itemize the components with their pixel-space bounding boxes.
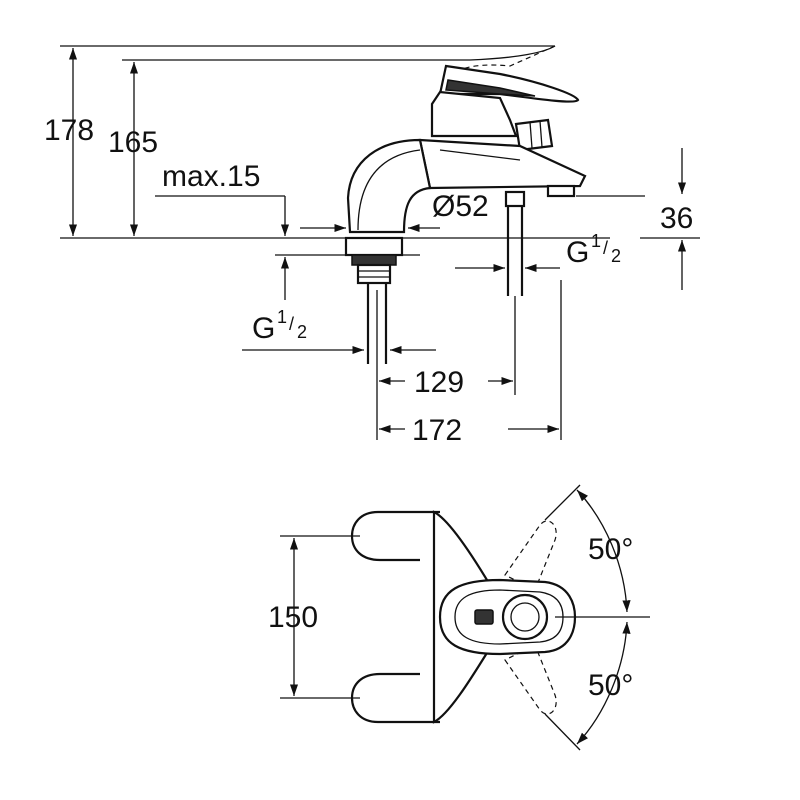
label-angle-lower: 50°: [588, 669, 633, 702]
lever-shade: [445, 79, 536, 97]
label-172: 172: [412, 414, 462, 447]
diverter-knob: [514, 118, 554, 152]
angle-upper-arc: [576, 489, 631, 613]
knob-ridge: [529, 121, 533, 149]
lever-position-upper: [504, 520, 557, 591]
cartridge-housing: [430, 90, 518, 138]
upper-connector: [350, 510, 440, 562]
label-165: 165: [108, 126, 158, 159]
lever-position-lower: [504, 644, 557, 715]
label-dia52: Ø52: [432, 190, 489, 223]
outlet: [546, 184, 576, 198]
knob-top: [501, 593, 549, 641]
knob-top-inner: [510, 602, 540, 632]
mixer-body: [418, 138, 587, 190]
label-thread-inlet-num: 1: [277, 307, 287, 327]
elbow-connection: [346, 138, 432, 234]
angle-lower-arc: [576, 621, 631, 745]
mounting-flange: [344, 236, 404, 257]
label-thread-inlet-slash: /: [289, 314, 294, 334]
label-max15: max.15: [162, 160, 260, 193]
top-view: [280, 484, 650, 751]
label-thread-outlet-slash: /: [603, 238, 608, 258]
label-129: 129: [414, 366, 464, 399]
lower-connector: [350, 672, 440, 724]
label-thread-outlet-g: G: [566, 236, 589, 269]
body-highlight: [439, 149, 521, 161]
label-angle-upper: 50°: [588, 533, 633, 566]
indicator-mark: [474, 609, 494, 625]
label-thread-outlet-den: 2: [611, 246, 621, 266]
label-36: 36: [660, 202, 693, 235]
threaded-shank: [356, 263, 392, 285]
elbow-highlight: [357, 149, 421, 231]
side-view: [60, 45, 700, 440]
knob-ridge: [539, 120, 543, 148]
label-thread-outlet-num: 1: [591, 231, 601, 251]
label-150: 150: [268, 601, 318, 634]
angle-lower-leader: [544, 713, 581, 751]
top-lever-outline: [469, 45, 556, 61]
angle-upper-leader: [544, 484, 581, 521]
fixing-nut: [351, 254, 397, 266]
spout-stem: [504, 190, 526, 208]
label-178: 178: [44, 114, 94, 147]
label-thread-inlet-den: 2: [297, 322, 307, 342]
label-thread-inlet-g: G: [252, 312, 275, 345]
